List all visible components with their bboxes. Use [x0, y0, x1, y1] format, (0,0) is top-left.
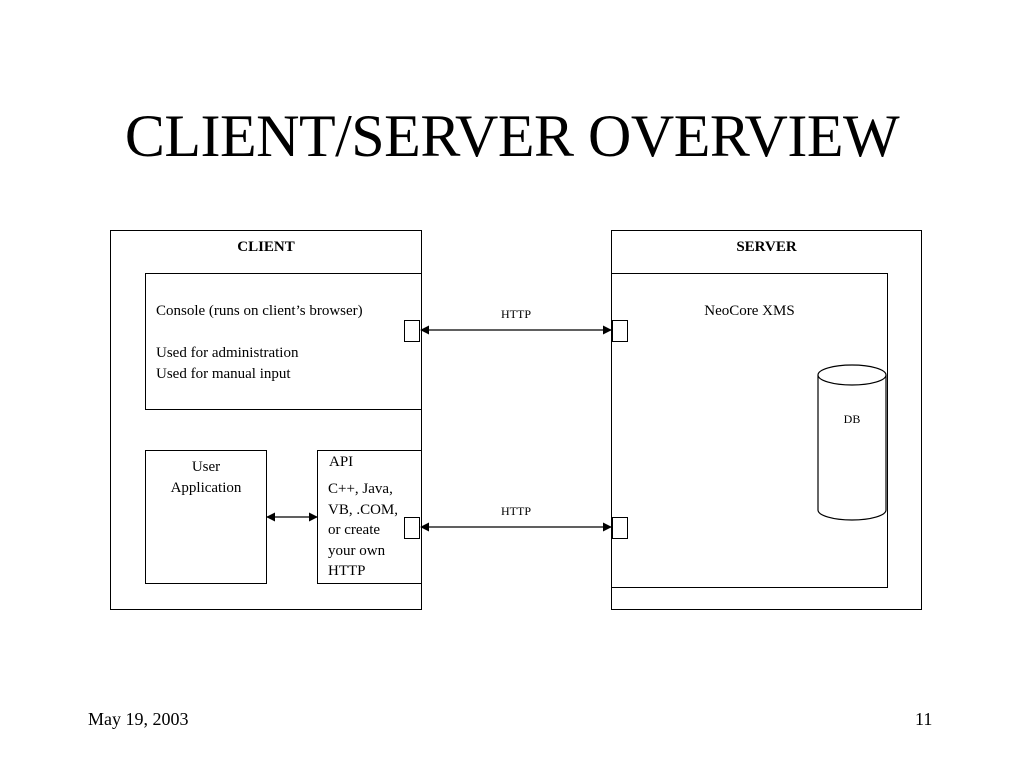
neocore-xms-label: NeoCore XMS [704, 303, 795, 319]
console-box [145, 273, 422, 410]
user-application-label: User Application [170, 459, 242, 496]
console-use-administration: Used for administration [156, 345, 299, 361]
http-label-top: HTTP [501, 307, 531, 321]
api-line-2: VB, .COM, [328, 502, 399, 518]
api-line-4: your own [328, 543, 386, 559]
db-cylinder [817, 364, 887, 521]
server-http-port-bottom [612, 517, 628, 539]
console-http-port [404, 320, 420, 342]
server-heading: SERVER [736, 239, 797, 255]
api-line-3: or create [328, 522, 381, 538]
api-line-5: HTTP [328, 563, 366, 579]
console-use-manual-input: Used for manual input [156, 366, 291, 382]
http-label-bottom: HTTP [501, 504, 531, 518]
db-label: DB [843, 412, 861, 426]
user-application-box [145, 450, 267, 584]
server-http-port-top [612, 320, 628, 342]
api-http-port [404, 517, 420, 539]
api-line-1: C++, Java, [328, 481, 393, 497]
client-heading: CLIENT [237, 239, 295, 255]
slide-title: CLIENT/SERVER OVERVIEW [124, 103, 900, 169]
footer-date: May 19, 2003 [88, 709, 189, 729]
page-number: 11 [915, 709, 933, 729]
api-heading: API [329, 454, 354, 470]
console-label: Console (runs on client’s browser) [156, 303, 363, 319]
